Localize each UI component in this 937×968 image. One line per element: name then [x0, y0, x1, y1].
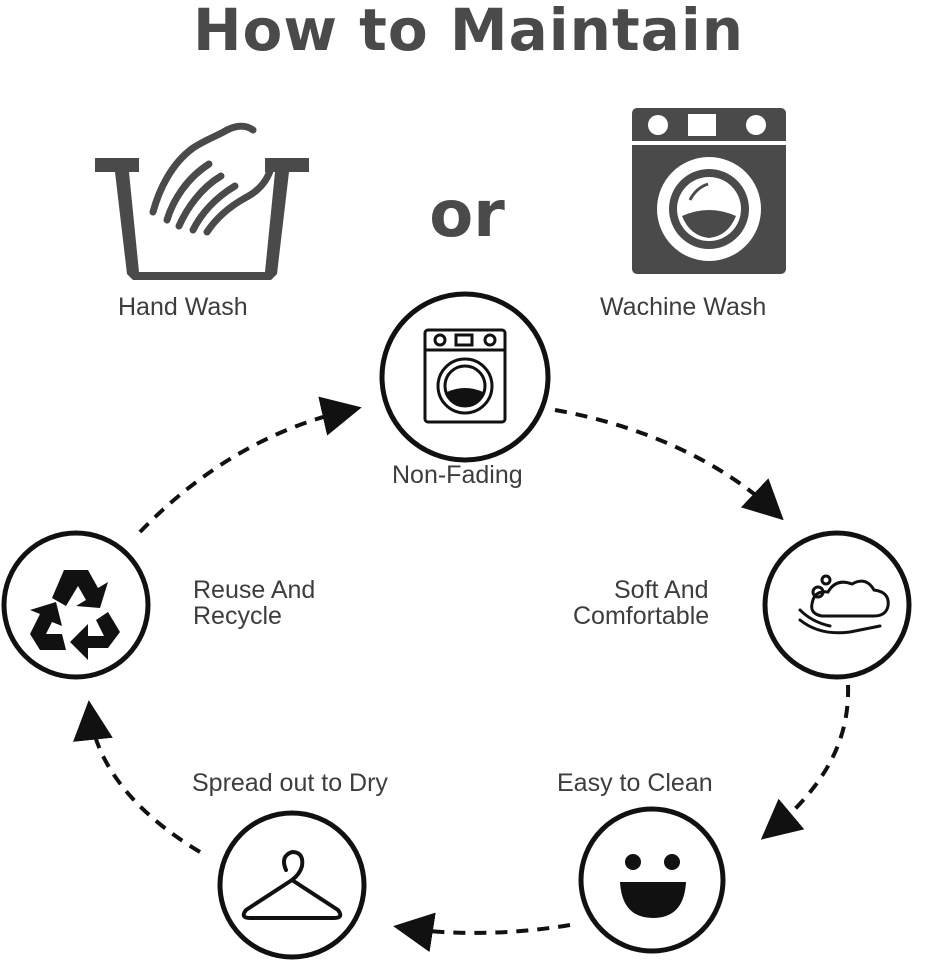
reuse-label-line1: Reuse And [193, 576, 316, 604]
hand-wash-icon [95, 122, 309, 280]
hanger-icon [241, 850, 343, 920]
arrow-to-nonfading [138, 396, 362, 534]
or-text: or [429, 178, 505, 252]
soft-label-line2: Comfortable [573, 602, 710, 630]
washing-machine-icon [632, 108, 786, 274]
arrow-to-soft [554, 408, 784, 521]
small-washing-machine-icon [423, 328, 507, 424]
hand-cloud-icon [798, 574, 890, 635]
reuse-label-line2: Recycle [193, 602, 282, 630]
non-fading-label: Non-Fading [392, 461, 523, 489]
reuse-circle [1, 530, 151, 680]
easy-clean-circle [578, 806, 726, 954]
arrow-to-easy [760, 684, 851, 840]
arrow-to-dry [393, 912, 571, 953]
hand-wash-label: Hand Wash [118, 293, 248, 321]
spread-dry-circle [217, 810, 367, 960]
soft-label-line1: Soft And [614, 576, 709, 604]
page-title: How to Maintain [193, 0, 744, 64]
non-fading-circle [379, 291, 551, 463]
arrow-to-reuse [73, 700, 202, 854]
spread-dry-label: Spread out to Dry [192, 769, 388, 797]
easy-clean-label: Easy to Clean [557, 769, 713, 797]
smiley-icon [620, 854, 686, 918]
soft-circle [762, 530, 912, 680]
recycle-icon [30, 570, 120, 660]
machine-wash-label: Wachine Wash [600, 293, 767, 321]
